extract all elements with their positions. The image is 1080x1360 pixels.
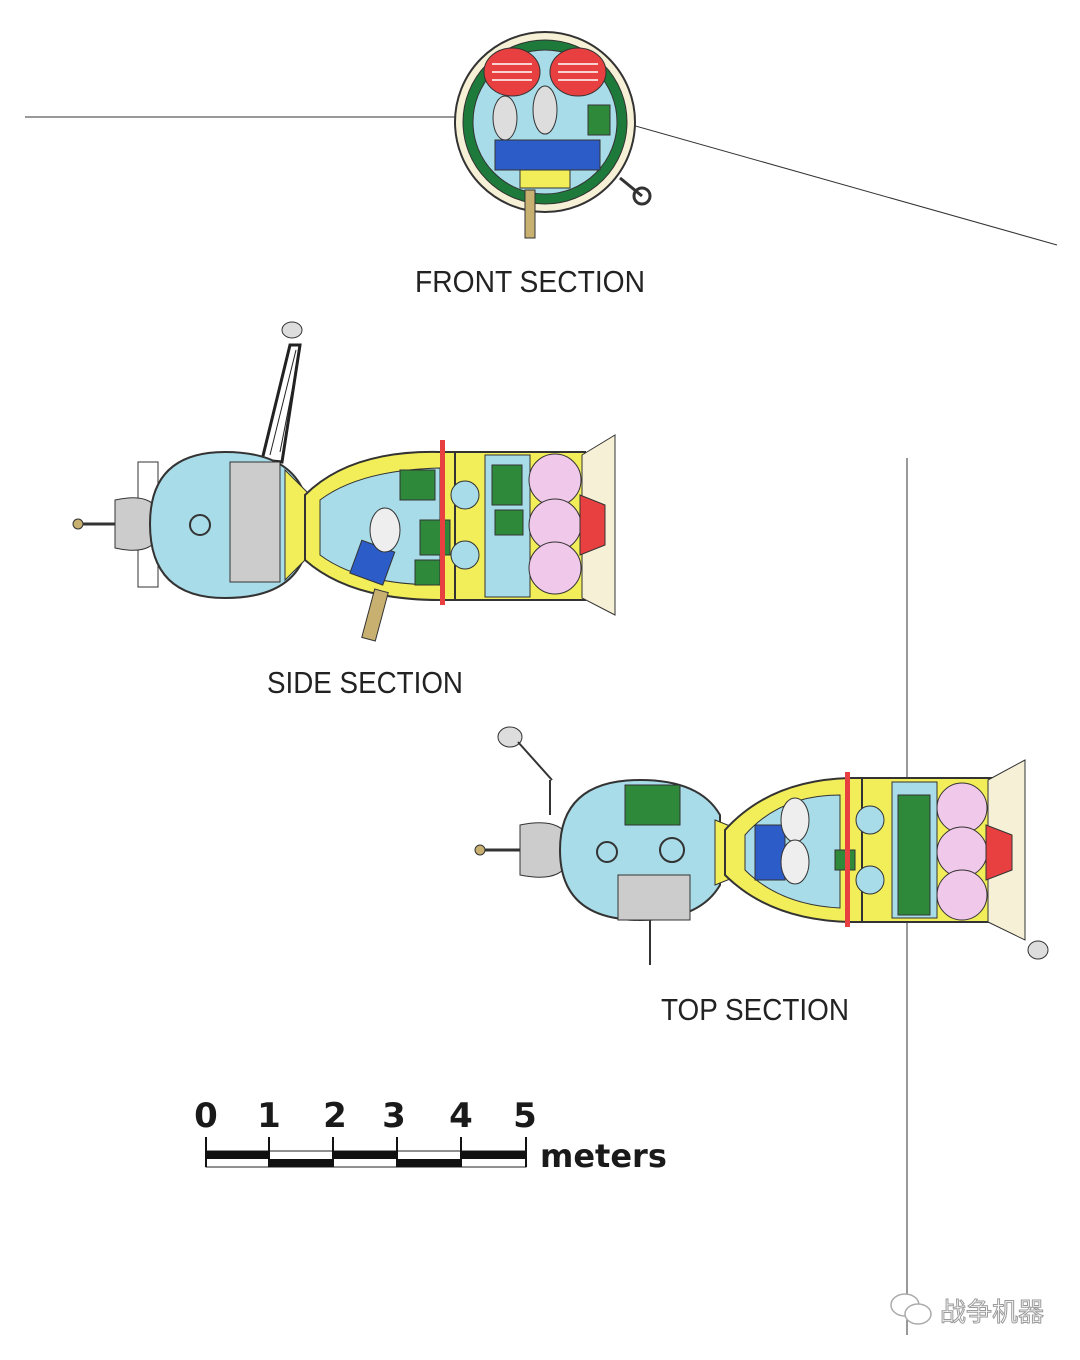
scale-segment [206,1151,269,1159]
scale-unit-label: meters [540,1137,667,1175]
watermark-text: 战争机器 [940,1298,1044,1328]
scale-tick-4: 4 [449,1096,473,1136]
scale-segment [269,1159,333,1167]
front-section-drawing [454,31,652,239]
top-section-drawing [474,726,1049,965]
scale-tick-0: 0 [194,1096,218,1136]
scale-segment [333,1151,397,1159]
side-section-label: SIDE SECTION [267,665,463,700]
reference-line-right [631,124,1058,246]
scale-segment [461,1151,526,1159]
scale-tick-2: 2 [323,1096,347,1136]
watermark: 战争机器 [890,1293,1045,1329]
scale-tick-5: 5 [513,1096,537,1136]
side-section-drawing [72,321,616,642]
scale-tick-3: 3 [382,1096,406,1136]
scale-bar: 0 1 2 3 4 5 meters [194,1096,667,1175]
top-section-label: TOP SECTION [661,992,849,1027]
scale-segment [397,1159,461,1167]
wechat-icon [890,1293,932,1325]
front-section-label: FRONT SECTION [415,264,645,299]
scale-tick-1: 1 [257,1096,281,1136]
